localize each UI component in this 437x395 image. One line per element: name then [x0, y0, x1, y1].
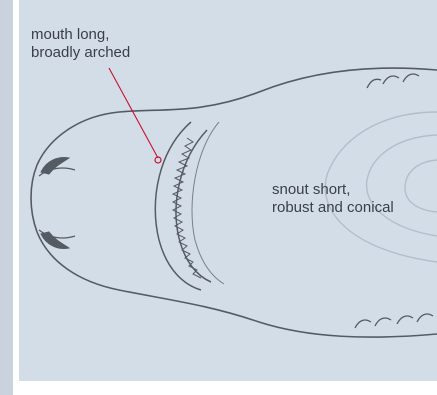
label-snout: snout short, robust and conical	[272, 181, 394, 217]
label-snout-line1: snout short,	[272, 181, 394, 199]
left-border-strip	[0, 0, 13, 395]
snout-tip-outline	[31, 165, 37, 232]
label-mouth-line2: broadly arched	[31, 44, 130, 62]
gill-ticks-upper	[367, 74, 419, 88]
gill-ticks-lower	[355, 314, 433, 328]
contour-inner	[405, 160, 437, 212]
body-outline-upper	[37, 68, 437, 165]
label-mouth: mouth long, broadly arched	[31, 26, 130, 62]
label-mouth-line1: mouth long,	[31, 26, 130, 44]
jaw-crease	[192, 122, 224, 284]
label-snout-line2: robust and conical	[272, 199, 394, 217]
illustration-panel: mouth long, broadly arched snout short, …	[19, 0, 437, 381]
teeth-row	[173, 138, 201, 278]
body-outline-lower	[37, 232, 437, 337]
